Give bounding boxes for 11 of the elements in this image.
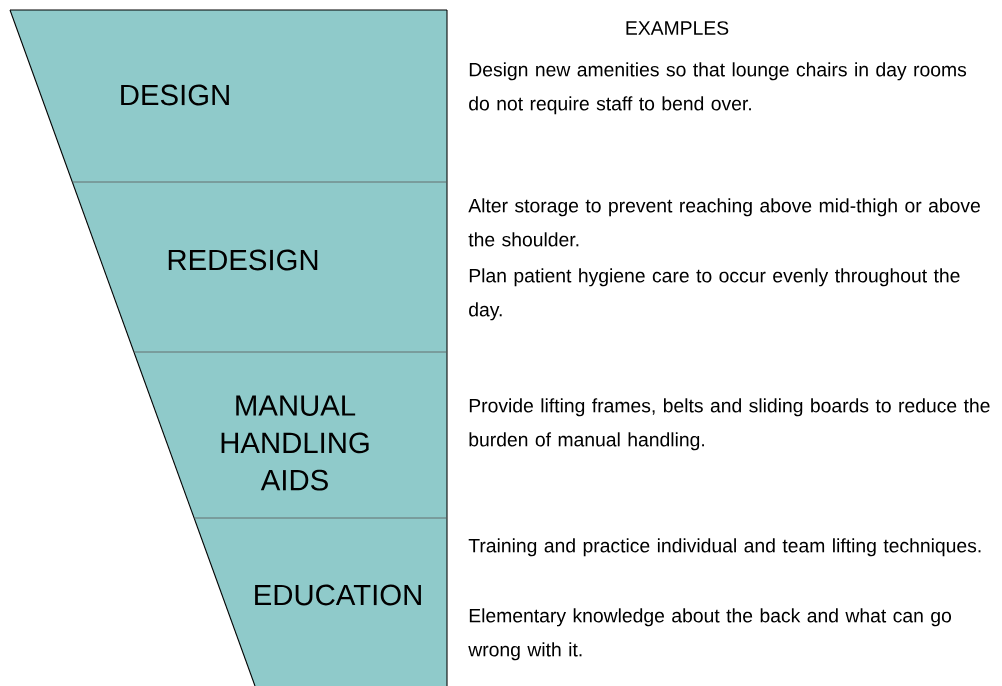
example-text: Provide lifting frames, belts and sliding boards to reduce the burden of manual handling.	[469, 398, 990, 451]
column-heading: EXAMPLES	[626, 21, 729, 35]
example-text: Design new amenities so that lounge chairs in day rooms do not require staff to bend over.	[469, 62, 967, 115]
example-text: Alter storage to prevent reaching above mid-thigh or above the shoulder.	[468, 198, 980, 247]
example-text: Training and practice individual and team lifting techniques.	[468, 538, 981, 557]
example-text: Elementary knowledge about the back and what can go wrong with it.	[468, 608, 951, 661]
funnel-band: EDUCATION	[193, 517, 448, 686]
funnel-band: REDESIGN	[71, 181, 448, 353]
example-text: Plan patient hygiene care to occur evenly throughout the day.	[469, 268, 960, 321]
funnel-band: DESIGN	[9, 9, 448, 183]
funnel-band: MANUAL HANDLING AIDS	[133, 351, 448, 519]
